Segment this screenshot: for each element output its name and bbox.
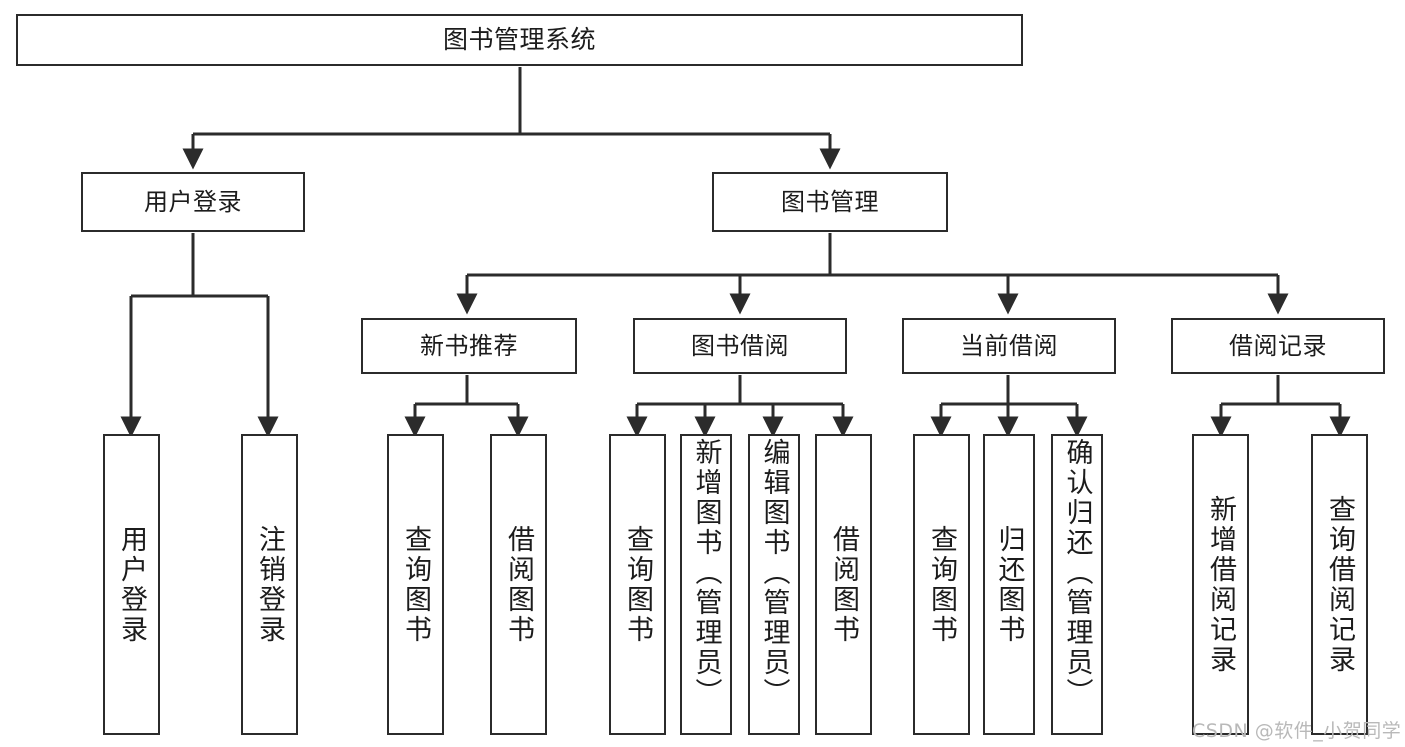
leaf-edit-book-admin[interactable]: 编辑图书（管理员） [748,434,800,735]
leaf-query-book-borrow[interactable]: 查询图书 [609,434,666,735]
node-label: 查询图书 [926,524,957,645]
leaf-add-borrow-record[interactable]: 新增借阅记录 [1192,434,1249,735]
leaf-query-borrow-record[interactable]: 查询借阅记录 [1311,434,1368,735]
leaf-query-book-recommend[interactable]: 查询图书 [387,434,444,735]
leaf-logout-login[interactable]: 注销登录 [241,434,298,735]
leaf-borrow-book-recommend[interactable]: 借阅图书 [490,434,547,735]
node-label: 新增图书（管理员） [690,438,722,708]
leaf-confirm-return-admin[interactable]: 确认归还（管理员） [1051,434,1103,735]
node-new-book-recommend[interactable]: 新书推荐 [361,318,577,374]
node-label: 图书借阅 [691,331,789,360]
node-label: 借阅图书 [828,524,859,645]
leaf-user-login[interactable]: 用户登录 [103,434,160,735]
csdn-watermark: CSDN @软件_小贺同学 [1192,720,1402,742]
node-label: 借阅记录 [1229,331,1327,360]
node-book-management[interactable]: 图书管理 [712,172,948,232]
node-label: 用户登录 [116,524,147,645]
leaf-query-book-current[interactable]: 查询图书 [913,434,970,735]
node-label: 归还图书 [993,524,1025,645]
node-label: 编辑图书（管理员） [758,438,790,708]
node-label: 借阅图书 [503,524,534,645]
node-label: 注销登录 [254,524,285,645]
node-label: 图书管理系统 [442,25,596,55]
node-label: 当前借阅 [960,331,1058,360]
node-label: 新增借阅记录 [1205,494,1236,675]
node-book-borrow[interactable]: 图书借阅 [633,318,847,374]
node-label: 确认归还（管理员） [1061,438,1093,708]
node-label: 用户登录 [144,187,242,216]
leaf-borrow-book[interactable]: 借阅图书 [815,434,872,735]
node-label: 查询图书 [400,524,431,645]
node-label: 图书管理 [781,187,879,216]
node-user-login[interactable]: 用户登录 [81,172,305,232]
leaf-return-book[interactable]: 归还图书 [983,434,1035,735]
node-label: 查询图书 [622,524,653,645]
node-label: 新书推荐 [420,331,518,360]
leaf-add-book-admin[interactable]: 新增图书（管理员） [680,434,732,735]
node-root-system[interactable]: 图书管理系统 [16,14,1023,66]
node-label: 查询借阅记录 [1324,494,1355,675]
node-borrow-records[interactable]: 借阅记录 [1171,318,1385,374]
node-current-borrow[interactable]: 当前借阅 [902,318,1116,374]
